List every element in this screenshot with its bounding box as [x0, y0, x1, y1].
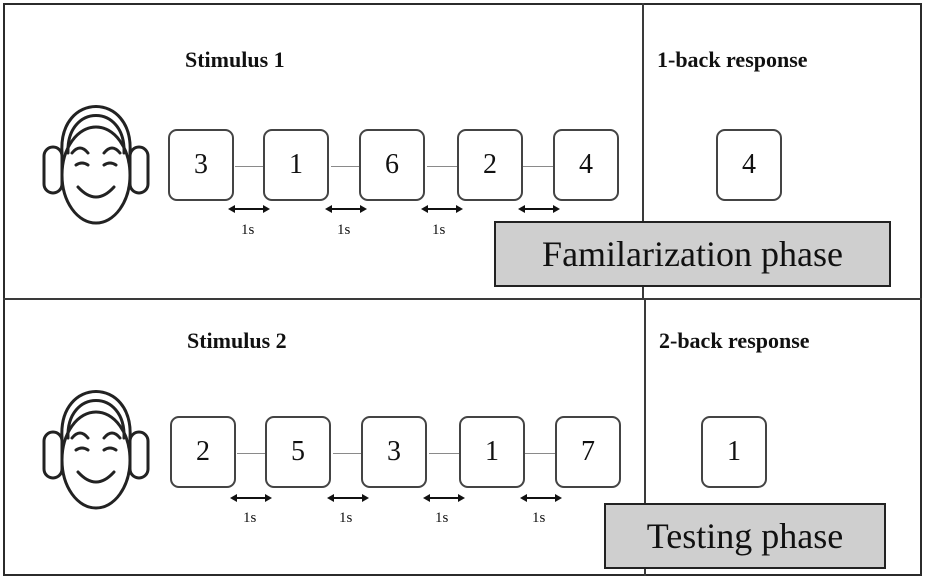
- double-arrow-icon: [421, 205, 463, 213]
- response-item: 4: [716, 129, 782, 201]
- interval-label: 1s: [432, 222, 446, 238]
- double-arrow-icon: [423, 494, 465, 502]
- sequence-item: 4: [553, 129, 619, 201]
- sequence-item: 2: [170, 416, 236, 488]
- double-arrow-icon: [520, 494, 562, 502]
- stimulus-title: Stimulus 2: [187, 328, 287, 353]
- response-title: 2-back response: [659, 328, 810, 353]
- face-with-headphones-icon: [42, 105, 150, 225]
- interval-label: 1s: [435, 510, 449, 526]
- response-title: 1-back response: [657, 47, 808, 72]
- panel-divider-horizontal: [3, 298, 922, 300]
- outer-frame: [3, 3, 922, 576]
- double-arrow-icon: [327, 494, 369, 502]
- double-arrow-icon: [518, 205, 560, 213]
- sequence-connector: [523, 166, 553, 167]
- double-arrow-icon: [325, 205, 367, 213]
- sequence-item: 2: [457, 129, 523, 201]
- interval-label: 1s: [337, 222, 351, 238]
- sequence-item: 1: [459, 416, 525, 488]
- sequence-item: 5: [265, 416, 331, 488]
- double-arrow-icon: [228, 205, 270, 213]
- phase-label: Testing phase: [604, 503, 886, 569]
- sequence-connector: [427, 166, 457, 167]
- sequence-item: 7: [555, 416, 621, 488]
- face-with-headphones-icon: [42, 390, 150, 510]
- sequence-item: 3: [168, 129, 234, 201]
- panel-divider-vertical-top: [642, 3, 644, 299]
- interval-label: 1s: [532, 510, 546, 526]
- interval-label: 1s: [243, 510, 257, 526]
- phase-label: Familarization phase: [494, 221, 891, 287]
- sequence-connector: [525, 453, 555, 454]
- sequence-connector: [237, 453, 265, 454]
- sequence-item: 1: [263, 129, 329, 201]
- response-item: 1: [701, 416, 767, 488]
- sequence-connector: [429, 453, 459, 454]
- interval-label: 1s: [339, 510, 353, 526]
- sequence-item: 6: [359, 129, 425, 201]
- sequence-connector: [331, 166, 359, 167]
- stimulus-title: Stimulus 1: [185, 47, 285, 72]
- interval-label: 1s: [241, 222, 255, 238]
- sequence-connector: [333, 453, 361, 454]
- panel-divider-vertical-bottom: [644, 299, 646, 576]
- double-arrow-icon: [230, 494, 272, 502]
- sequence-connector: [235, 166, 263, 167]
- sequence-item: 3: [361, 416, 427, 488]
